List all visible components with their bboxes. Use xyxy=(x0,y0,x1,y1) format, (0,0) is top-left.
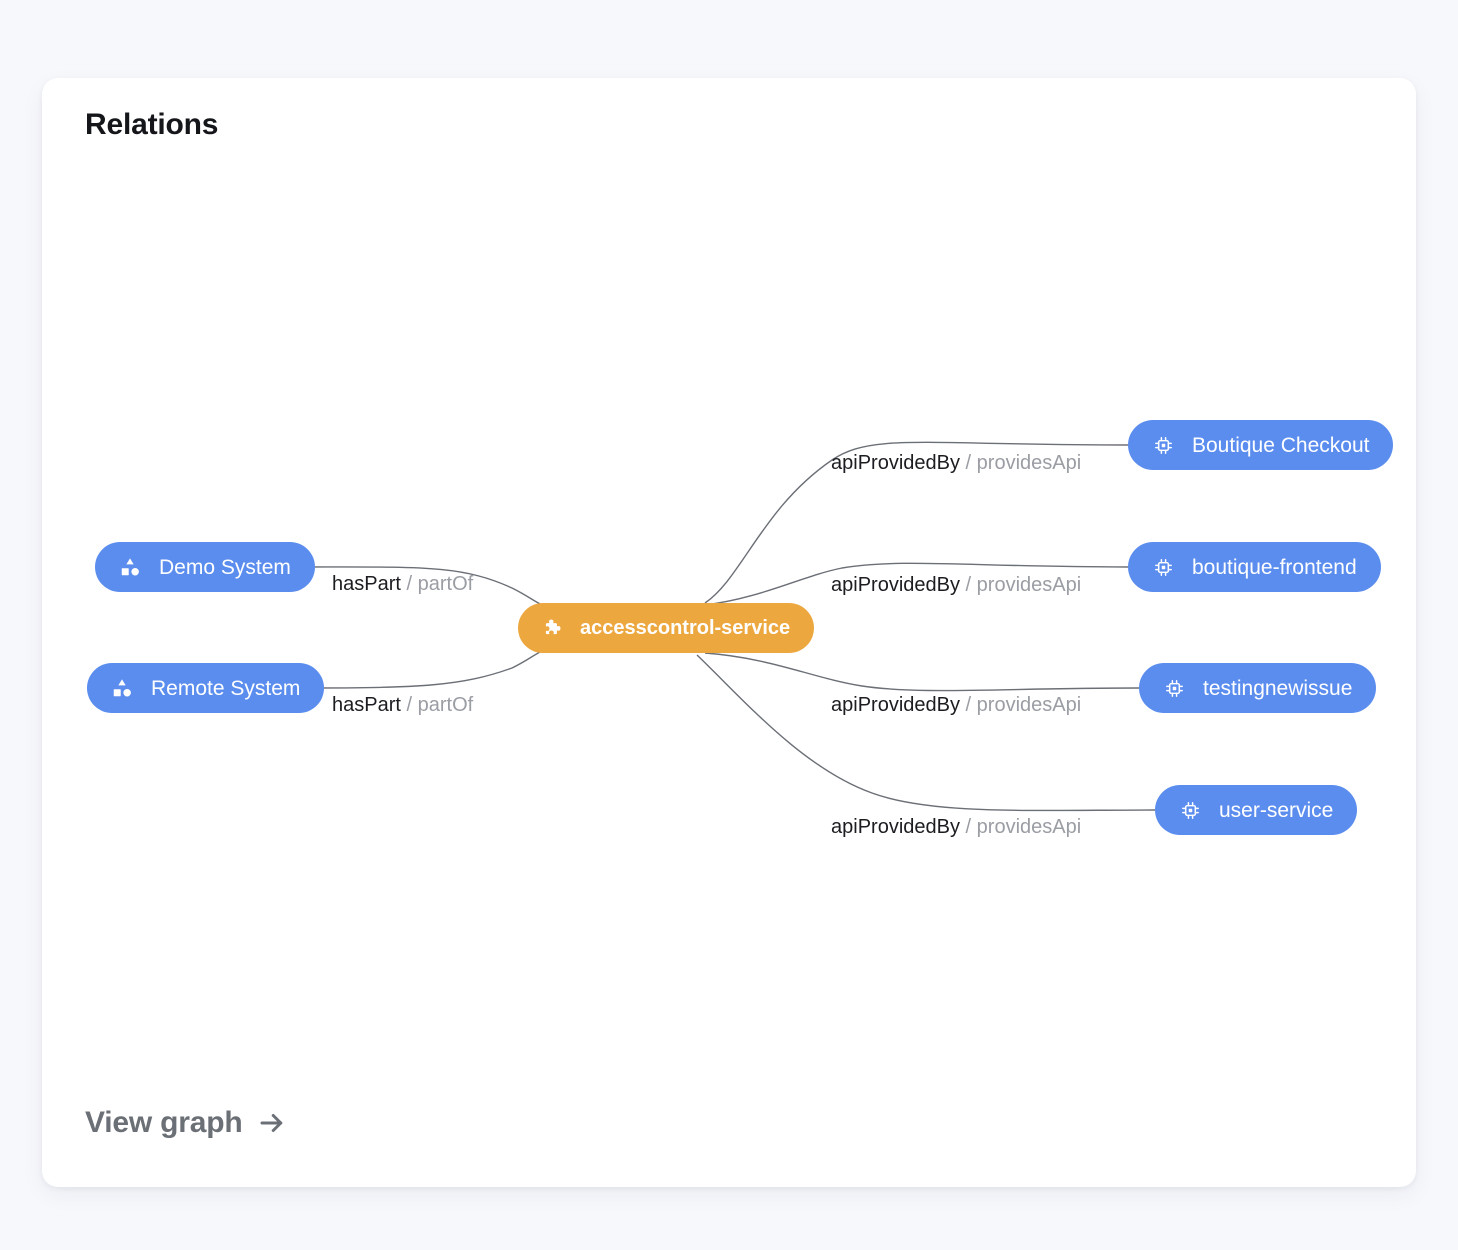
relation-reverse: partOf xyxy=(417,573,474,595)
relation-forward: hasPart xyxy=(332,694,401,716)
relation-reverse: partOf xyxy=(417,694,474,716)
relation-forward: apiProvidedBy xyxy=(831,452,960,474)
relation-reverse: providesApi xyxy=(976,694,1082,716)
edge-accesscontrol-service-to-user-service xyxy=(696,654,1156,812)
graph-node-label: Demo System xyxy=(159,555,291,579)
relation-separator: / xyxy=(406,694,418,716)
relation-separator: / xyxy=(965,816,977,838)
relation-separator: / xyxy=(965,452,977,474)
edge-accesscontrol-service-to-testingnewissue xyxy=(704,652,1140,692)
graph-node-label: Boutique Checkout xyxy=(1192,433,1370,457)
graph-node-remote-system[interactable]: Remote System xyxy=(87,663,325,713)
relation-forward: hasPart xyxy=(332,573,401,595)
edge-label: apiProvidedBy / providesApi xyxy=(831,575,1081,595)
edge-label: hasPart / partOf xyxy=(332,695,473,715)
puzzle-piece-icon xyxy=(542,617,564,639)
relation-separator: / xyxy=(965,574,977,596)
graph-node-user-service[interactable]: user-service xyxy=(1155,785,1358,835)
relations-graph[interactable]: Demo System Remote System xyxy=(42,78,1416,1187)
cpu-chip-icon xyxy=(1163,677,1185,699)
view-graph-label: View graph xyxy=(85,1106,243,1139)
view-graph-link[interactable]: View graph xyxy=(85,1106,287,1140)
shapes-system-icon xyxy=(119,556,141,578)
relation-separator: / xyxy=(965,694,977,716)
graph-node-label: testingnewissue xyxy=(1203,676,1353,700)
edge-label: apiProvidedBy / providesApi xyxy=(831,817,1081,837)
relation-forward: apiProvidedBy xyxy=(831,816,960,838)
page-title: Relations xyxy=(85,108,219,141)
graph-node-label: boutique-frontend xyxy=(1192,555,1357,579)
relations-card: Relations xyxy=(42,78,1416,1187)
cpu-chip-icon xyxy=(1179,799,1201,821)
graph-node-boutique-frontend[interactable]: boutique-frontend xyxy=(1128,542,1381,592)
graph-node-testingnewissue[interactable]: testingnewissue xyxy=(1139,663,1377,713)
graph-node-label: Remote System xyxy=(151,676,301,700)
edge-remote-system-to-accesscontrol-service xyxy=(301,650,543,689)
graph-node-label: accesscontrol-service xyxy=(580,617,791,639)
graph-node-label: user-service xyxy=(1219,798,1334,822)
relation-reverse: providesApi xyxy=(976,574,1082,596)
edge-label: hasPart / partOf xyxy=(332,574,473,594)
edge-label: apiProvidedBy / providesApi xyxy=(831,453,1081,473)
graph-node-boutique-checkout[interactable]: Boutique Checkout xyxy=(1128,420,1394,470)
cpu-chip-icon xyxy=(1152,556,1174,578)
graph-node-demo-system[interactable]: Demo System xyxy=(95,542,315,592)
graph-node-accesscontrol-service[interactable]: accesscontrol-service xyxy=(518,603,815,653)
relation-reverse: providesApi xyxy=(976,452,1082,474)
relation-forward: apiProvidedBy xyxy=(831,574,960,596)
cpu-chip-icon xyxy=(1152,434,1174,456)
relation-forward: apiProvidedBy xyxy=(831,694,960,716)
relation-reverse: providesApi xyxy=(976,816,1082,838)
shapes-system-icon xyxy=(111,677,133,699)
relation-separator: / xyxy=(406,573,418,595)
edge-label: apiProvidedBy / providesApi xyxy=(831,695,1081,715)
arrow-right-icon xyxy=(257,1108,287,1138)
